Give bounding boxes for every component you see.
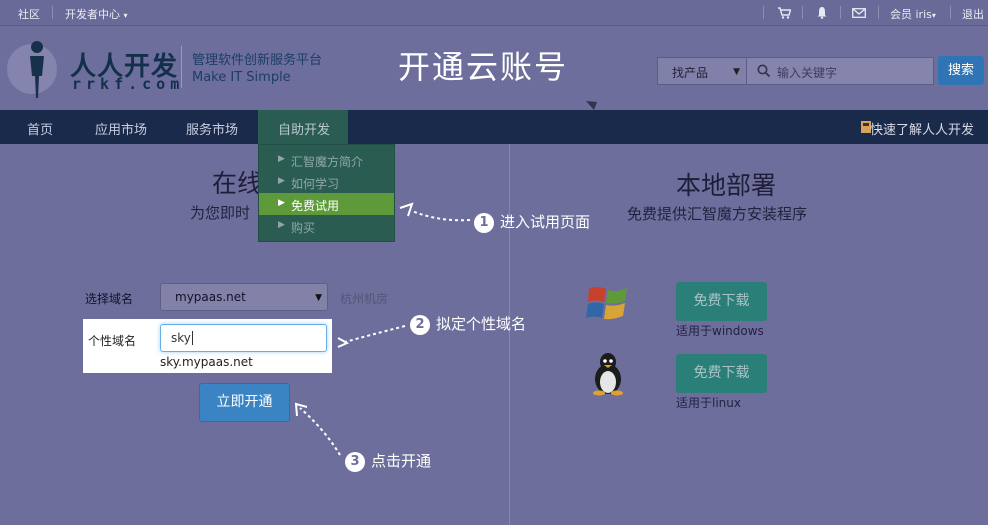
- dropdown-item-label: 免费试用: [291, 199, 340, 213]
- annotation-text: 点击开通: [371, 452, 432, 470]
- caret-down-icon: ▼: [733, 67, 740, 77]
- nav-service-market[interactable]: 服务市场: [186, 123, 239, 138]
- triangle-right-icon: ▶: [278, 154, 285, 164]
- linux-note: 适用于linux: [676, 396, 741, 410]
- domain-label: 选择域名: [85, 292, 134, 306]
- member-label: 会员 iris: [890, 8, 932, 21]
- logout-link[interactable]: 退出: [962, 8, 984, 21]
- dropdown-item-free-trial[interactable]: ▶ 免费试用: [259, 193, 394, 215]
- windows-note: 适用于windows: [676, 324, 764, 338]
- book-icon: [861, 121, 871, 133]
- triangle-right-icon: ▶: [278, 198, 285, 208]
- logo-domain: rrkf.com: [72, 75, 185, 93]
- download-linux-button[interactable]: 免费下载: [676, 354, 767, 393]
- personal-domain-input[interactable]: sky: [160, 324, 327, 352]
- logo-text[interactable]: 人人开发: [70, 52, 179, 82]
- triangle-right-icon: ▶: [278, 176, 285, 186]
- annotation-number: 3: [345, 452, 365, 472]
- logo-person-icon: [30, 41, 44, 98]
- dropdown-item-buy[interactable]: ▶ 购买: [259, 215, 394, 237]
- dropdown-item-label: 汇智魔方简介: [291, 155, 364, 169]
- nav-app-market[interactable]: 应用市场: [95, 123, 148, 138]
- local-title: 本地部署: [676, 171, 777, 200]
- open-now-button[interactable]: 立即开通: [199, 383, 290, 422]
- search-button[interactable]: 搜索: [938, 56, 984, 85]
- dropdown-item-label: 购买: [291, 221, 316, 235]
- annotation-text: 进入试用页面: [500, 213, 591, 231]
- personal-domain-value: sky: [171, 331, 191, 345]
- caret-down-icon: ▾: [931, 11, 936, 20]
- personal-domain-label: 个性域名: [88, 334, 137, 348]
- local-subtitle: 免费提供汇智魔方安装程序: [627, 205, 808, 223]
- nav-self-dev[interactable]: 自助开发: [258, 110, 348, 144]
- annotation-1: 1 进入试用页面: [474, 211, 590, 233]
- linux-icon: [593, 353, 623, 396]
- top-bar: 社区 开发者中心 ▾ 会员 iris▾ 退出: [0, 0, 988, 26]
- search-icon: [757, 64, 771, 78]
- triangle-right-icon: ▶: [278, 220, 285, 230]
- topbar-divider: [840, 6, 841, 19]
- dropdown-item-learn[interactable]: ▶ 如何学习: [259, 171, 394, 193]
- slogan-line-2: Make IT Simple: [192, 70, 291, 85]
- region-label: 杭州机房: [340, 292, 389, 306]
- self-dev-dropdown: ▶ 汇智魔方简介 ▶ 如何学习 ▶ 免费试用 ▶ 购买: [258, 144, 395, 242]
- topbar-divider: [763, 6, 764, 19]
- cart-icon[interactable]: [777, 7, 791, 19]
- dev-center-menu[interactable]: 开发者中心 ▾: [65, 6, 128, 22]
- annotation-text: 拟定个性域名: [436, 315, 527, 333]
- annotation-2: 2 拟定个性域名: [410, 313, 526, 335]
- domain-select-value: mypaas.net: [175, 290, 246, 304]
- text-cursor: [191, 331, 193, 345]
- domain-select[interactable]: mypaas.net ▼: [160, 283, 328, 311]
- nav-home[interactable]: 首页: [27, 123, 54, 138]
- topbar-divider: [802, 6, 803, 19]
- topbar-divider: [52, 6, 53, 19]
- nav-quick-intro[interactable]: 快速了解人人开发: [869, 123, 974, 138]
- member-menu[interactable]: 会员 iris▾: [890, 6, 936, 22]
- annotation-number: 2: [410, 315, 430, 335]
- personal-domain-preview: sky.mypaas.net: [160, 355, 253, 369]
- search-placeholder: 输入关键字: [777, 66, 838, 80]
- caret-down-icon: ▾: [123, 11, 128, 20]
- annotation-3: 3 点击开通: [345, 450, 431, 472]
- dropdown-item-label: 如何学习: [291, 177, 340, 191]
- logo-divider: [181, 46, 182, 88]
- windows-icon: [586, 287, 627, 320]
- online-subtitle: 为您即时: [190, 204, 251, 222]
- topbar-divider: [878, 6, 879, 19]
- section-divider: [509, 144, 510, 525]
- bell-icon[interactable]: [816, 6, 828, 19]
- topbar-divider: [950, 6, 951, 19]
- dropdown-item-intro[interactable]: ▶ 汇智魔方简介: [259, 149, 394, 171]
- main-nav: 首页 应用市场 服务市场: [0, 110, 988, 144]
- online-title: 在线: [212, 169, 263, 198]
- dev-center-label: 开发者中心: [65, 8, 120, 21]
- mail-icon[interactable]: [852, 8, 866, 18]
- overlay-title: 开通云账号: [398, 48, 569, 86]
- download-windows-button[interactable]: 免费下载: [676, 282, 767, 321]
- search-category-value: 找产品: [672, 66, 709, 80]
- search-category-select[interactable]: 找产品 ▼: [657, 57, 747, 85]
- slogan-line-1: 管理软件创新服务平台: [192, 53, 323, 68]
- annotation-number: 1: [474, 213, 494, 233]
- caret-down-icon: ▼: [315, 293, 322, 303]
- community-link[interactable]: 社区: [18, 8, 40, 21]
- search-input[interactable]: 输入关键字: [747, 57, 934, 85]
